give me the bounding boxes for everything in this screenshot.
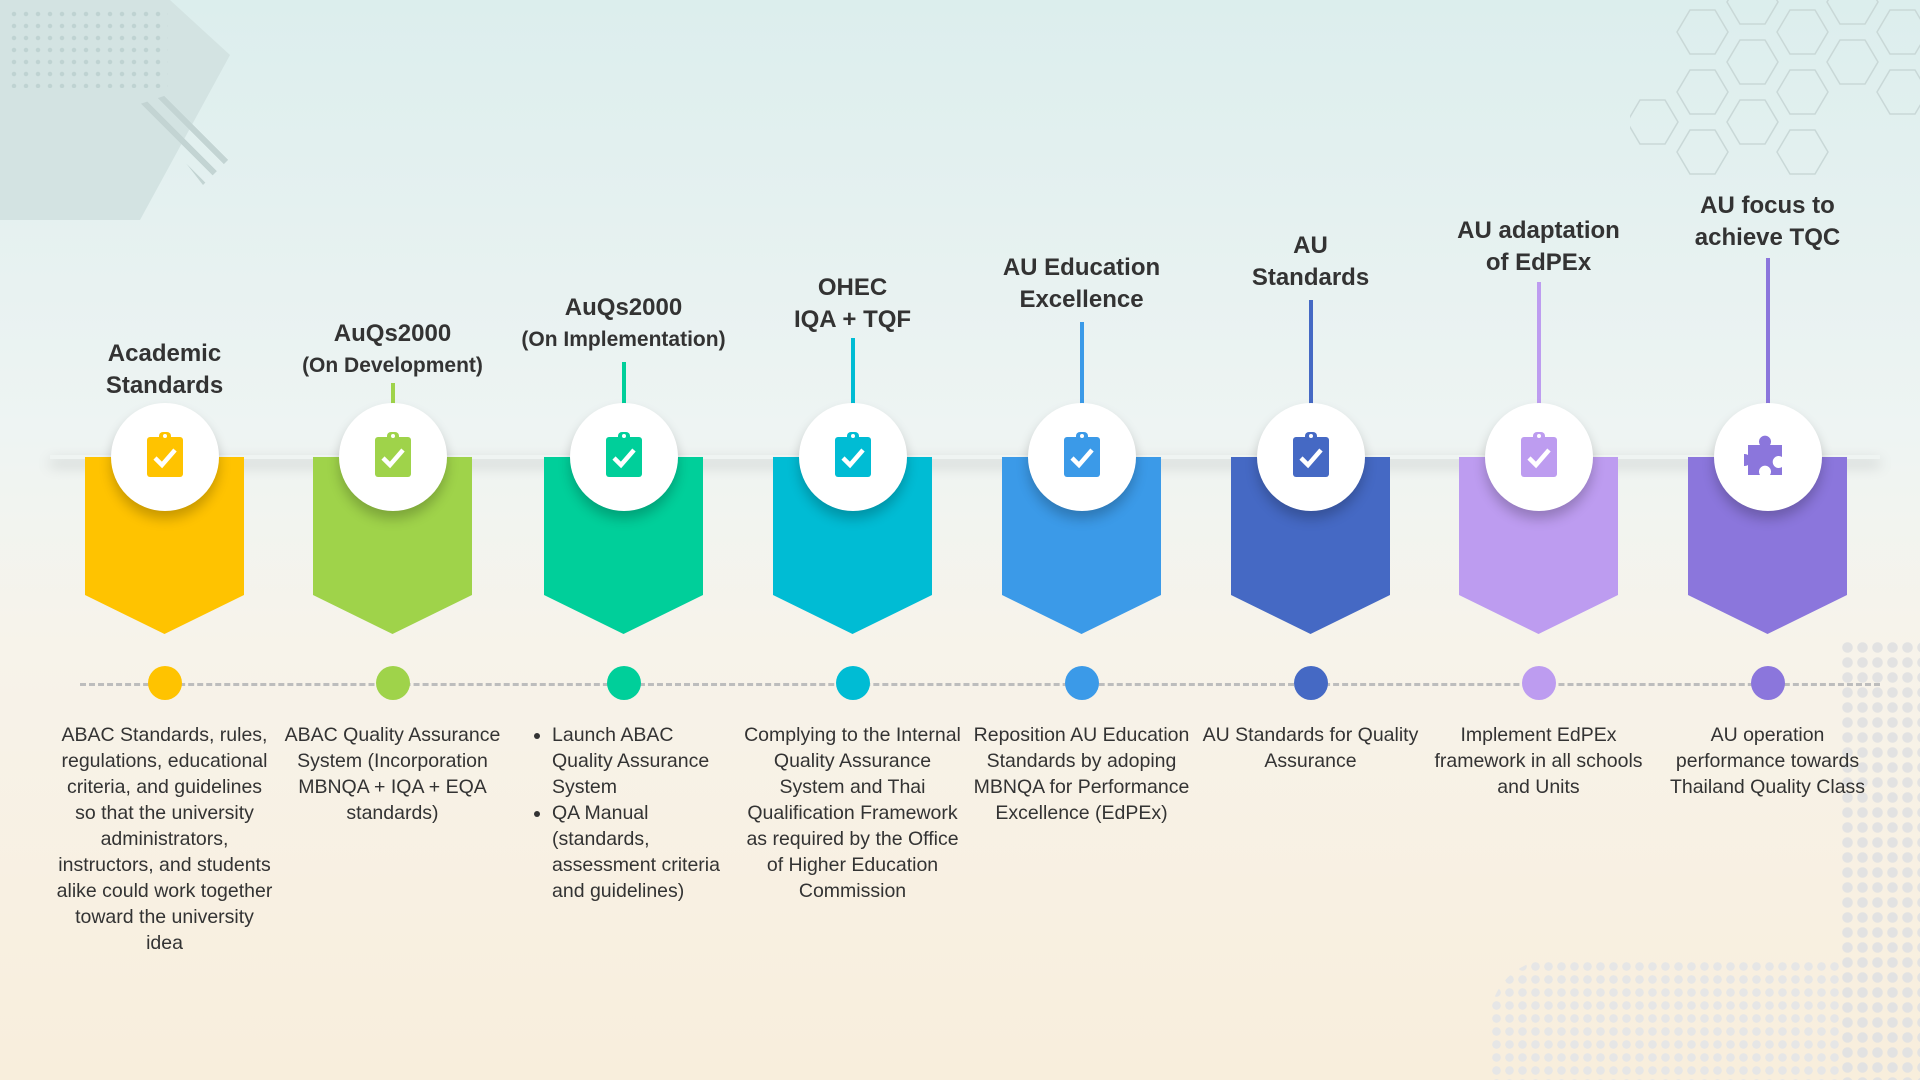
milestone-2020: AU Standards 2020 AU Standards for Quality … — [1196, 0, 1425, 1080]
clipboard-check-icon — [371, 431, 415, 484]
timeline-dot — [1294, 666, 1328, 700]
icon-circle — [1485, 403, 1593, 511]
timeline-dot — [376, 666, 410, 700]
milestone-2014: OHEC IQA + TQF 2014 Complying to the Intern… — [738, 0, 967, 1080]
clipboard-check-icon — [1060, 431, 1104, 484]
milestone-title: AU Standards — [1166, 230, 1455, 294]
title-line: AU — [1293, 232, 1328, 259]
icon-circle — [111, 403, 219, 511]
milestone-description-block: Launch ABAC Quality Assurance SystemQA M… — [514, 722, 733, 904]
connector-stem — [1309, 300, 1313, 405]
decorative-hex-grid — [1630, 0, 1920, 175]
clipboard-check-icon — [143, 431, 187, 484]
connector-stem — [851, 338, 855, 405]
clipboard-check-icon — [1517, 431, 1561, 484]
year-label: 2025 — [1716, 991, 1819, 1043]
milestone-description: Complying to the Internal Quality Assura… — [744, 724, 961, 902]
title-line: AU adaptation — [1457, 217, 1620, 244]
clipboard-check-icon — [1289, 431, 1333, 484]
milestone-description-block: AU operation performance towards Thailan… — [1658, 722, 1877, 800]
title-subline: (On Implementation) — [521, 328, 726, 351]
milestone-description: Implement EdPEx framework in all schools… — [1434, 724, 1643, 798]
connector-stem — [1766, 258, 1770, 405]
milestone-title: AU focus to achieve TQC — [1623, 190, 1912, 254]
title-subline: Standards — [105, 372, 224, 399]
milestone-description: ABAC Standards, rules, regulations, educ… — [56, 724, 273, 954]
connector-stem — [1080, 322, 1084, 405]
milestone-bullets: Launch ABAC Quality Assurance SystemQA M… — [514, 722, 733, 904]
puzzle-icon — [1738, 431, 1792, 484]
year-label: 2014 — [801, 991, 904, 1043]
milestone-2002: AuQs2000 (On Implementation) 2002 Launch AB… — [509, 0, 738, 1080]
decorative-dots — [1490, 960, 1840, 1080]
milestone-description: Reposition AU Education Standards by ado… — [973, 724, 1190, 824]
clipboard-check-icon — [831, 431, 875, 484]
clipboard-check-icon — [602, 431, 646, 484]
milestone-title: OHEC IQA + TQF — [708, 272, 997, 336]
year-label: 2000 — [341, 991, 444, 1043]
timeline-dot — [836, 666, 870, 700]
timeline-dot — [1065, 666, 1099, 700]
milestone-2023: AU adaptation of EdPEx 2023 Implement EdPEx… — [1424, 0, 1653, 1080]
milestone-description-block: ABAC Standards, rules, regulations, educ… — [55, 722, 274, 956]
milestone-title: AuQs2000 (On Implementation) — [479, 292, 768, 356]
title-line: AU focus to — [1700, 192, 1835, 219]
milestone-description: AU operation performance towards Thailan… — [1669, 724, 1866, 798]
icon-circle — [1714, 403, 1822, 511]
milestone-2025: AU focus to achieve TQC 2025 AU operation p… — [1653, 0, 1882, 1080]
title-subline: Standards — [1251, 264, 1370, 291]
year-label: 2002 — [572, 991, 675, 1043]
timeline-dot — [1751, 666, 1785, 700]
milestone-description-block: Implement EdPEx framework in all schools… — [1429, 722, 1648, 800]
timeline-dot — [607, 666, 641, 700]
connector-stem — [1537, 282, 1541, 405]
title-subline: of EdPEx — [1485, 249, 1592, 276]
icon-circle — [570, 403, 678, 511]
title-subline: achieve TQC — [1694, 224, 1841, 251]
timeline-dashed-line — [80, 683, 1880, 686]
milestone-title: AU adaptation of EdPEx — [1394, 215, 1683, 279]
title-line: AuQs2000 — [564, 294, 683, 321]
title-subline: Excellence — [1019, 286, 1144, 313]
timeline-dot — [148, 666, 182, 700]
icon-circle — [1257, 403, 1365, 511]
milestone-description: AU Standards for Quality Assurance — [1202, 724, 1419, 772]
decorative-dots — [8, 8, 168, 88]
year-label: 2023 — [1487, 991, 1590, 1043]
year-label: 2020 — [1259, 991, 1362, 1043]
title-line: AU Education — [1002, 254, 1161, 281]
timeline-dot — [1522, 666, 1556, 700]
milestone-description-block: Complying to the Internal Quality Assura… — [743, 722, 962, 904]
milestone-2000: AuQs2000 (On Development) 2000 ABAC Quality… — [278, 0, 507, 1080]
year-label: 2018 — [1030, 991, 1133, 1043]
milestone-title: AuQs2000 (On Development) — [248, 318, 537, 382]
title-subline: IQA + TQF — [793, 306, 912, 333]
milestone-description-block: ABAC Quality Assurance System (Incorpora… — [283, 722, 502, 826]
title-line: OHEC — [817, 274, 888, 301]
milestone-description: ABAC Quality Assurance System (Incorpora… — [284, 724, 501, 824]
title-subline: (On Development) — [302, 354, 483, 377]
milestone-description-block: AU Standards for Quality Assurance — [1201, 722, 1420, 774]
connector-stem — [391, 383, 395, 405]
year-label: 1994 — [113, 991, 216, 1043]
icon-circle — [1028, 403, 1136, 511]
connector-stem — [622, 362, 626, 405]
title-line: AuQs2000 — [333, 320, 452, 347]
bullet-item: QA Manual (standards, assessment criteri… — [552, 800, 733, 904]
icon-circle — [339, 403, 447, 511]
decorative-dots — [1840, 640, 1920, 1080]
milestone-description-block: Reposition AU Education Standards by ado… — [972, 722, 1191, 826]
title-line: Academic — [107, 340, 222, 367]
bullet-item: Launch ABAC Quality Assurance System — [552, 722, 733, 800]
icon-circle — [799, 403, 907, 511]
